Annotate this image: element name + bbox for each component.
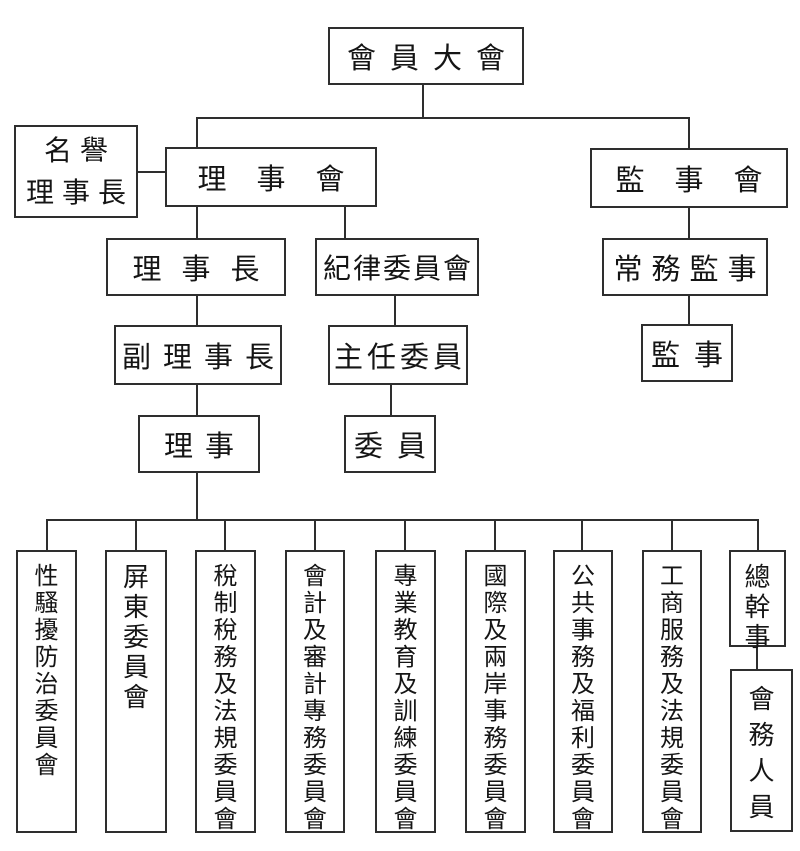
node-committee-professional-education-training: 專業教育及訓練委員會 — [375, 550, 436, 833]
connector-to-committee-6 — [494, 519, 496, 550]
node-committee-pingtung: 屏東委員會 — [105, 550, 167, 833]
node-committee-public-affairs-welfare: 公共事務及福利委員會 — [553, 550, 613, 833]
connector-to-committee-7 — [581, 519, 583, 550]
node-label: 理事會 — [197, 162, 375, 196]
node-label: 會務人員 — [748, 685, 775, 823]
node-staff: 會務人員 — [730, 669, 793, 832]
node-label: 公共事務及福利委員會 — [571, 562, 595, 833]
node-standing-supervisor: 常務監事 — [602, 238, 768, 296]
node-label: 理事長 — [25, 175, 134, 209]
connector-to-committee-8 — [671, 519, 673, 550]
node-board-of-supervisors: 監事會 — [590, 148, 788, 208]
node-committee-accounting-and-auditing: 會計及審計專務委員會 — [285, 550, 345, 833]
connector-to-supervisor — [688, 296, 690, 324]
node-discipline-committee: 紀律委員會 — [315, 238, 479, 296]
connector-to-committee-5 — [404, 519, 406, 550]
node-label: 國際及兩岸事務委員會 — [483, 562, 508, 833]
connector-to-secretary-general — [757, 519, 759, 550]
connector-to-chairman — [196, 207, 198, 238]
connector-to-board-of-supervisors — [688, 117, 690, 148]
node-label: 監事 — [650, 338, 737, 372]
node-label: 工商服務及法規委員會 — [660, 562, 684, 833]
node-member-assembly: 會員大會 — [328, 27, 524, 85]
node-commissioner: 委員 — [344, 415, 436, 473]
connector-to-board-of-directors — [196, 117, 198, 147]
node-label: 會員大會 — [346, 41, 519, 75]
connector-to-director — [196, 385, 198, 415]
connector-director-drop — [196, 473, 198, 519]
node-label: 紀律委員會 — [322, 252, 473, 285]
node-label: 副理事長 — [121, 340, 286, 374]
node-label: 名譽 — [43, 133, 116, 167]
node-label: 理事 — [163, 429, 246, 463]
node-secretary-general: 總幹事 — [729, 550, 786, 653]
node-label: 專業教育及訓練委員會 — [393, 562, 418, 833]
connector-to-committee-3 — [224, 519, 226, 550]
node-label: 常務監事 — [613, 252, 766, 286]
connector-to-standing-supervisor — [688, 208, 690, 238]
node-committee-commercial-services-regulations: 工商服務及法規委員會 — [642, 550, 702, 833]
node-honorary-chairman: 名譽 理事長 — [14, 125, 138, 218]
node-director: 理事 — [138, 415, 260, 473]
node-vice-chairman: 副理事長 — [114, 325, 282, 385]
connector-to-vice-chairman — [196, 296, 198, 325]
node-supervisor: 監事 — [641, 324, 733, 382]
node-committee-sexual-harassment-prevention: 性騷擾防治委員會 — [16, 550, 77, 833]
node-committee-tax-system-and-regulations: 稅制稅務及法規委員會 — [195, 550, 256, 833]
node-label: 性騷擾防治委員會 — [34, 562, 59, 779]
node-label: 屏東委員會 — [123, 563, 150, 713]
connector-honorary-chairman — [137, 171, 167, 173]
connector-root-drop — [422, 85, 424, 117]
connector-to-committee-1 — [46, 519, 48, 550]
node-label: 稅制稅務及法規委員會 — [213, 562, 238, 833]
node-chairman: 理事長 — [106, 238, 286, 296]
connector-committees-rail — [46, 519, 759, 521]
connector-to-chief-commissioner — [394, 296, 396, 325]
connector-to-staff — [756, 647, 758, 669]
connector-level2-rail — [196, 117, 690, 119]
connector-to-committee-4 — [314, 519, 316, 550]
node-label: 總幹事 — [744, 563, 771, 653]
node-label: 監事會 — [615, 163, 793, 197]
node-label: 主任委員 — [333, 340, 466, 374]
node-label: 委員 — [353, 429, 440, 463]
node-board-of-directors: 理事會 — [165, 147, 377, 207]
node-label: 會計及審計專務委員會 — [303, 562, 327, 833]
connector-to-discipline-committee — [344, 207, 346, 238]
node-label: 理事長 — [132, 252, 280, 286]
node-committee-international-cross-strait-affairs: 國際及兩岸事務委員會 — [465, 550, 526, 833]
connector-to-committee-2 — [135, 519, 137, 550]
node-chief-commissioner: 主任委員 — [328, 325, 468, 385]
connector-to-commissioner — [390, 385, 392, 415]
